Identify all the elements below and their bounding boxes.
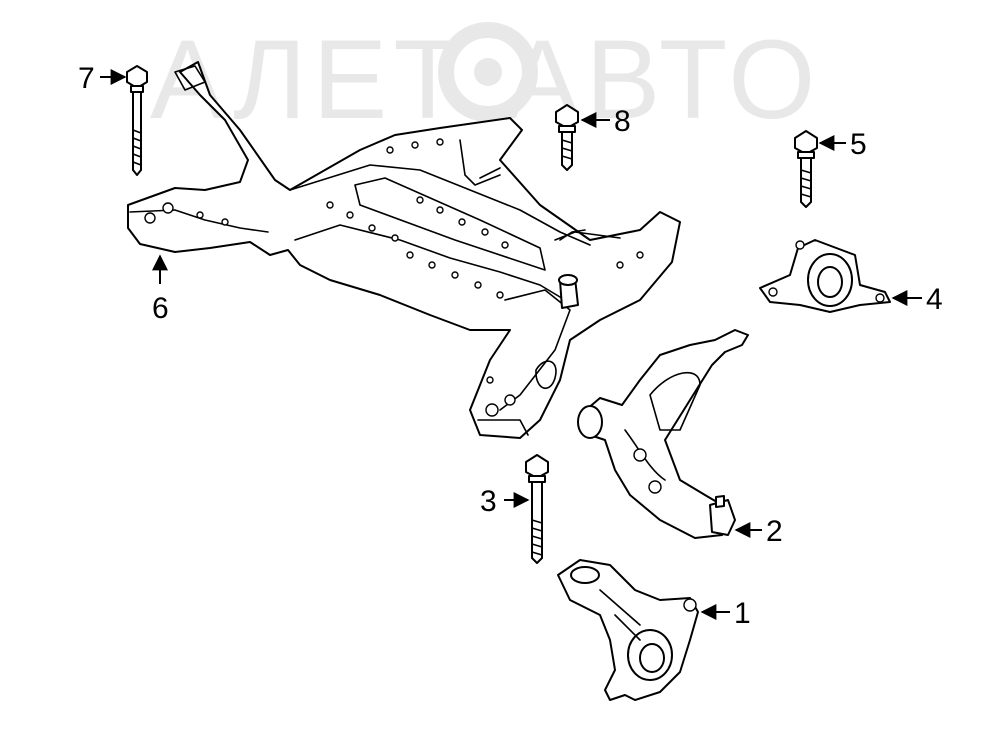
callout-3: 3 [480, 485, 497, 518]
bolt-part-5 [794, 130, 818, 208]
knuckle-part-1 [557, 559, 699, 701]
bushing-part-4 [759, 239, 891, 313]
callout-2: 2 [766, 515, 783, 548]
bolt-part-8 [555, 104, 579, 171]
watermark-gear-icon [438, 22, 538, 122]
callout-8: 8 [614, 105, 631, 138]
subframe-part-6 [127, 61, 681, 439]
subframe-holes [144, 138, 644, 417]
callout-labels: 1 2 3 4 5 6 7 8 [78, 62, 943, 630]
leader-lines [100, 69, 922, 620]
bolt-part-3 [525, 454, 549, 564]
callout-1: 1 [734, 597, 751, 630]
callout-6: 6 [152, 292, 169, 325]
callout-7: 7 [78, 62, 95, 95]
callout-5: 5 [850, 128, 867, 161]
bolt-part-7 [126, 65, 148, 176]
control-arm-part-2 [577, 329, 749, 539]
callout-4: 4 [926, 283, 943, 316]
